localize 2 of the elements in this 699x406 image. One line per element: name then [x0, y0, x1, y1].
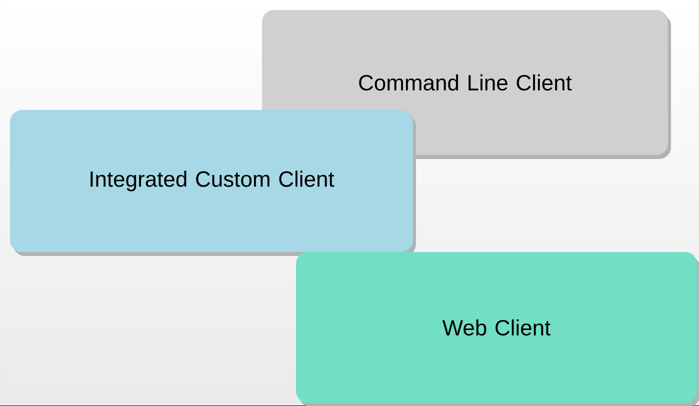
- rounded-box: Web Client: [296, 252, 699, 406]
- rounded-box: Integrated Custom Client: [10, 110, 416, 256]
